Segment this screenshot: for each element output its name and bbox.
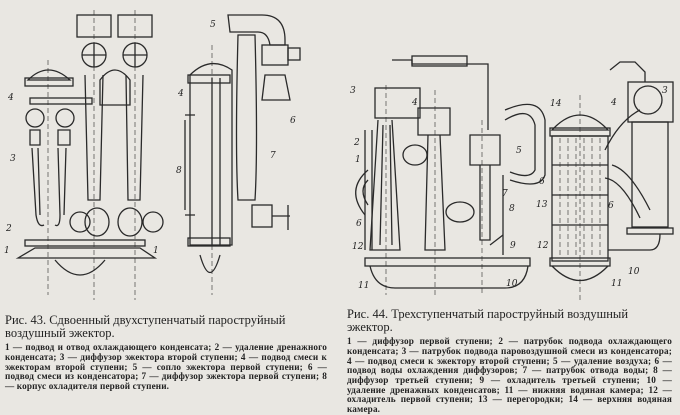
callout: 11 (611, 279, 622, 289)
callout: 2 (353, 138, 360, 148)
callout: 7 (270, 151, 276, 161)
callout: 5 (516, 146, 522, 156)
callout: 6 (608, 201, 614, 211)
callout: 5 (210, 20, 216, 30)
callout: 12 (352, 242, 364, 252)
figure-43-drawing: 4 3 2 1 1 5 4 6 7 8 (4, 10, 674, 300)
figure-43-legend: 1 — подвод и отвод охлаждающего конденса… (5, 342, 327, 391)
figure-44-title: Рис. 44. Трехступенчатый пароструйный во… (347, 307, 629, 335)
callout: 6 (539, 177, 545, 187)
callout: 1 (355, 155, 361, 165)
figure-43-callouts: 4 3 2 1 1 5 4 6 7 8 (4, 20, 296, 256)
callout: 1 (153, 246, 159, 256)
callout: 12 (537, 241, 549, 251)
callout: 14 (550, 99, 562, 109)
callout: 2 (5, 224, 12, 234)
callout: 10 (506, 279, 518, 289)
callout: 4 (610, 98, 617, 108)
callout: 8 (176, 166, 182, 176)
figure-43-title: Рис. 43. Сдвоенный двухступенчатый парос… (5, 313, 286, 341)
callout: 3 (662, 86, 668, 96)
callout: 3 (350, 86, 356, 96)
callout: 1 (4, 246, 10, 256)
callout: 3 (10, 154, 16, 164)
callout: 6 (356, 219, 362, 229)
callout: 4 (7, 93, 14, 103)
figure-44-caption: Рис. 44. Трехступенчатый пароструйный во… (347, 307, 672, 415)
figure-43-caption: Рис. 43. Сдвоенный двухступенчатый парос… (5, 313, 327, 392)
callout: 6 (290, 116, 296, 126)
three-stage-front-drawing (355, 55, 546, 295)
callout: 13 (536, 200, 548, 210)
callout: 9 (510, 241, 516, 251)
callout: 7 (502, 189, 508, 199)
callout: 10 (628, 267, 640, 277)
callout: 8 (509, 204, 515, 214)
callout: 4 (411, 98, 418, 108)
callout: 4 (177, 89, 184, 99)
figure-44-callouts: 3 2 1 6 12 11 4 5 6 7 8 9 10 14 3 4 13 6… (350, 86, 668, 291)
callout: 11 (358, 281, 369, 291)
side-view-drawing (184, 14, 301, 295)
three-stage-side-drawing (549, 61, 674, 300)
twin-ejector-drawing (15, 10, 164, 300)
